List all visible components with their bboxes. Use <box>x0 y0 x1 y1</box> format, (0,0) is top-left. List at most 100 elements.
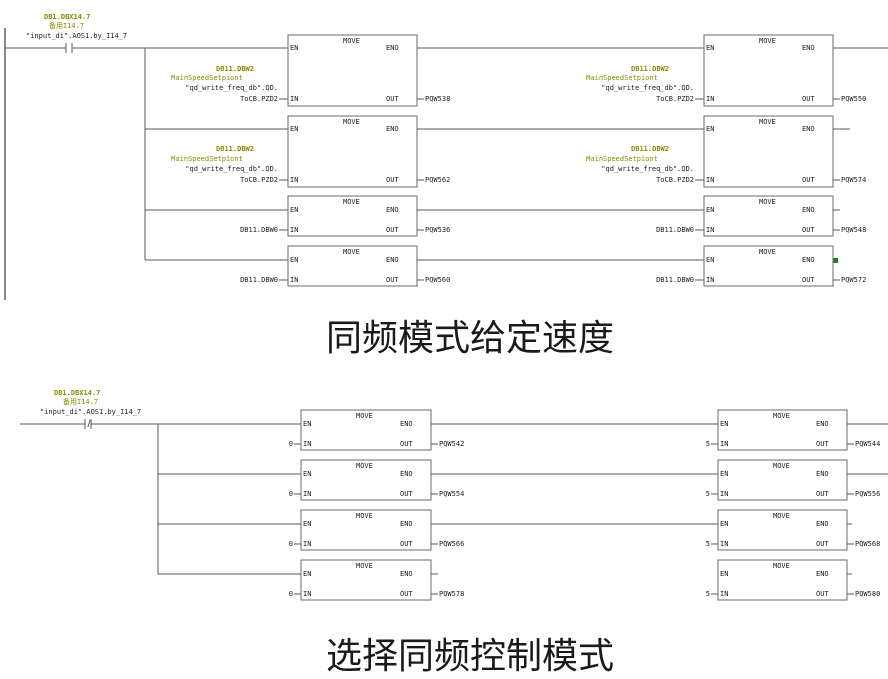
move-block-n2-r0-left[interactable]: MOVE EN ENO IN OUT <box>300 409 432 451</box>
eno-label: ENO <box>386 125 399 133</box>
move-block-n2-r3-right[interactable]: MOVE EN ENO IN OUT <box>717 559 848 601</box>
in-operand: ToCB.PZD2 <box>240 176 278 184</box>
move-label: MOVE <box>356 462 373 470</box>
out-label: OUT <box>386 276 399 284</box>
out-operand: PQW542 <box>439 440 464 448</box>
en-label: EN <box>290 44 298 52</box>
caption-sync-speed: 同频模式给定速度 <box>326 318 614 359</box>
in-operand: 0 <box>289 590 293 598</box>
in-operand: 5 <box>706 590 710 598</box>
move-label: MOVE <box>343 118 360 126</box>
out-operand: PQW536 <box>425 226 450 234</box>
in-operand: 5 <box>706 490 710 498</box>
in-label: IN <box>290 276 298 284</box>
in-symbol: MainSpeedSetpiont <box>586 74 658 82</box>
out-operand: PQW548 <box>841 226 866 234</box>
en-label: EN <box>303 470 311 478</box>
en-label: EN <box>706 256 714 264</box>
eno-label: ENO <box>400 420 413 428</box>
in-path: "qd_write_freq_db".QD. <box>185 165 278 173</box>
out-label: OUT <box>386 95 399 103</box>
en-label: EN <box>706 206 714 214</box>
move-label: MOVE <box>773 462 790 470</box>
in-label: IN <box>303 590 311 598</box>
eno-label: ENO <box>400 470 413 478</box>
en-label: EN <box>290 206 298 214</box>
out-operand: PQW574 <box>841 176 866 184</box>
out-label: OUT <box>386 176 399 184</box>
move-label: MOVE <box>356 412 373 420</box>
contact-comment: 备用I14.7 <box>63 397 98 406</box>
move-block-n2-r2-left[interactable]: MOVE EN ENO IN OUT <box>300 509 432 551</box>
out-label: OUT <box>802 176 815 184</box>
en-label: EN <box>706 125 714 133</box>
move-block-n2-r2-right[interactable]: MOVE EN ENO IN OUT <box>717 509 848 551</box>
out-operand: PQW554 <box>439 490 464 498</box>
in-label: IN <box>290 176 298 184</box>
in-label: IN <box>290 95 298 103</box>
in-operand: DB11.DBW0 <box>656 276 694 284</box>
out-label: OUT <box>816 490 829 498</box>
move-block-n2-r0-right[interactable]: MOVE EN ENO IN OUT <box>717 409 848 451</box>
move-block-n1-r3-left[interactable]: MOVE EN ENO IN OUT <box>287 245 418 287</box>
move-block-n1-r3-right[interactable]: MOVE EN ENO IN OUT <box>703 245 834 287</box>
out-operand: PQW572 <box>841 276 866 284</box>
in-label: IN <box>303 490 311 498</box>
in-label: IN <box>706 176 714 184</box>
network-2: DB1.DBX14.7 备用I14.7 "input_di".AOS1.by_I… <box>20 389 888 575</box>
out-operand: PQW568 <box>855 540 880 548</box>
in-operand: 5 <box>706 440 710 448</box>
contact-comment: 备用I14.7 <box>49 21 84 30</box>
eno-marker <box>833 258 838 263</box>
move-block-n1-r1-right[interactable]: MOVE EN ENO IN OUT <box>703 115 834 188</box>
eno-label: ENO <box>816 570 829 578</box>
in-addr: DB11.DBW2 <box>631 65 669 73</box>
in-operand: DB11.DBW0 <box>656 226 694 234</box>
in-operand: DB11.DBW0 <box>240 276 278 284</box>
move-block-n1-r2-right[interactable]: MOVE EN ENO IN OUT <box>703 195 834 237</box>
move-block-n2-r1-left[interactable]: MOVE EN ENO IN OUT <box>300 459 432 501</box>
move-block-n1-r0-right[interactable]: MOVE EN ENO IN OUT <box>703 34 834 107</box>
in-label: IN <box>303 540 311 548</box>
out-operand: PQW550 <box>841 95 866 103</box>
out-operand: PQW556 <box>855 490 880 498</box>
eno-label: ENO <box>386 44 399 52</box>
move-label: MOVE <box>759 248 776 256</box>
en-label: EN <box>720 470 728 478</box>
eno-label: ENO <box>816 470 829 478</box>
in-operand: DB11.DBW0 <box>240 226 278 234</box>
in-operand: ToCB.PZD2 <box>656 176 694 184</box>
in-operand: ToCB.PZD2 <box>240 95 278 103</box>
move-block-n1-r0-left[interactable]: MOVE EN ENO IN OUT <box>287 34 418 107</box>
move-label: MOVE <box>773 562 790 570</box>
in-symbol: MainSpeedSetpiont <box>586 155 658 163</box>
in-path: "qd_write_freq_db".QD. <box>185 84 278 92</box>
in-label: IN <box>706 95 714 103</box>
move-label: MOVE <box>759 37 776 45</box>
caption-select-sync-mode: 选择同频控制模式 <box>326 636 614 677</box>
out-operand: PQW580 <box>855 590 880 598</box>
move-block-n1-r1-left[interactable]: MOVE EN ENO IN OUT <box>287 115 418 188</box>
move-block-n2-r3-left[interactable]: MOVE EN ENO IN OUT <box>300 559 432 601</box>
in-operand: 0 <box>289 490 293 498</box>
eno-label: ENO <box>802 256 815 264</box>
eno-label: ENO <box>400 520 413 528</box>
in-operand: 0 <box>289 440 293 448</box>
move-label: MOVE <box>356 512 373 520</box>
eno-label: ENO <box>802 206 815 214</box>
eno-label: ENO <box>400 570 413 578</box>
out-label: OUT <box>400 490 413 498</box>
in-operand: 0 <box>289 540 293 548</box>
out-operand: PQW544 <box>855 440 880 448</box>
move-label: MOVE <box>343 198 360 206</box>
out-operand: PQW566 <box>439 540 464 548</box>
in-label: IN <box>720 490 728 498</box>
in-path: "qd_write_freq_db".QD. <box>601 84 694 92</box>
in-operand: ToCB.PZD2 <box>656 95 694 103</box>
en-label: EN <box>720 420 728 428</box>
out-label: OUT <box>400 440 413 448</box>
en-label: EN <box>303 420 311 428</box>
move-block-n2-r1-right[interactable]: MOVE EN ENO IN OUT <box>717 459 848 501</box>
move-block-n1-r2-left[interactable]: MOVE EN ENO IN OUT <box>287 195 418 237</box>
